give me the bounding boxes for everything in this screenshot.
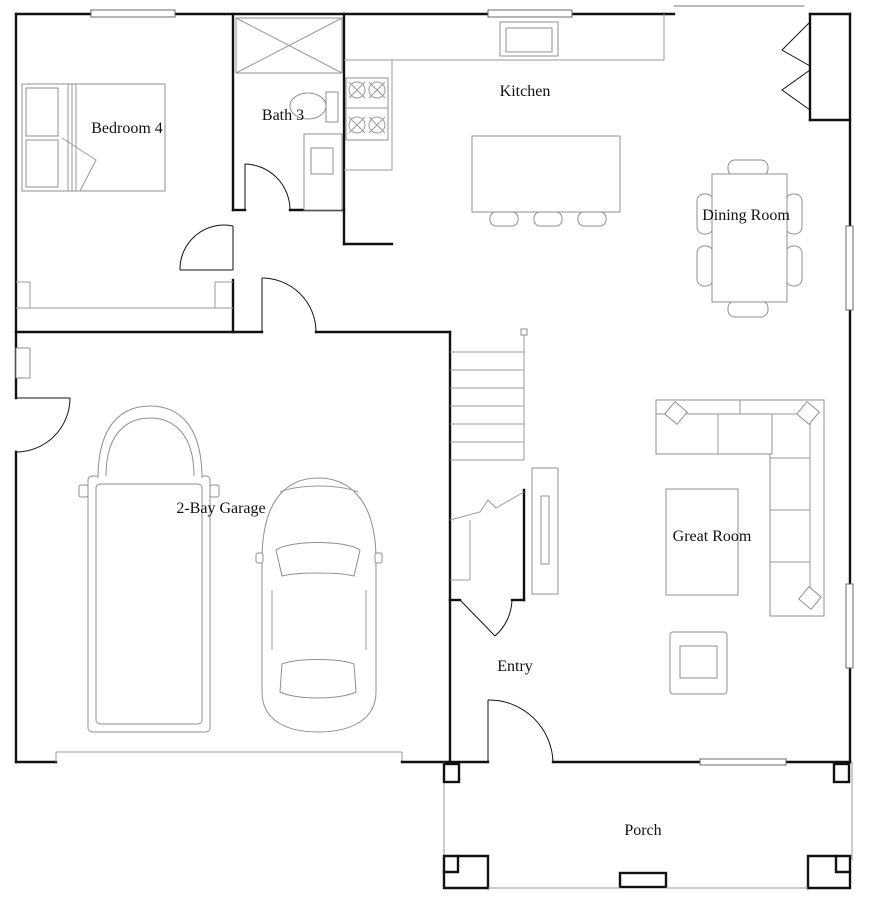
windows [90,9,854,766]
label-entry: Entry [497,658,533,675]
label-great-room: Great Room [673,528,752,545]
doors [15,21,811,763]
bath-fixtures [235,17,343,211]
porch [442,762,853,890]
label-bedroom-4: Bedroom 4 [91,120,163,137]
label-bath-3: Bath 3 [262,107,304,124]
label-porch: Porch [624,822,661,839]
stairs [449,328,559,595]
room-labels: Bedroom 4 Bath 3 Kitchen Dining Room Gre… [91,83,790,839]
label-kitchen: Kitchen [500,83,551,100]
garage-fixtures [15,347,383,733]
bedroom-furniture [16,83,233,309]
label-dining-room: Dining Room [702,207,790,224]
great-room-furniture [655,399,825,695]
walls [14,5,852,764]
dining-furniture [696,159,803,318]
kitchen-fixtures [344,14,665,227]
label-2-bay-garage: 2-Bay Garage [176,500,265,517]
